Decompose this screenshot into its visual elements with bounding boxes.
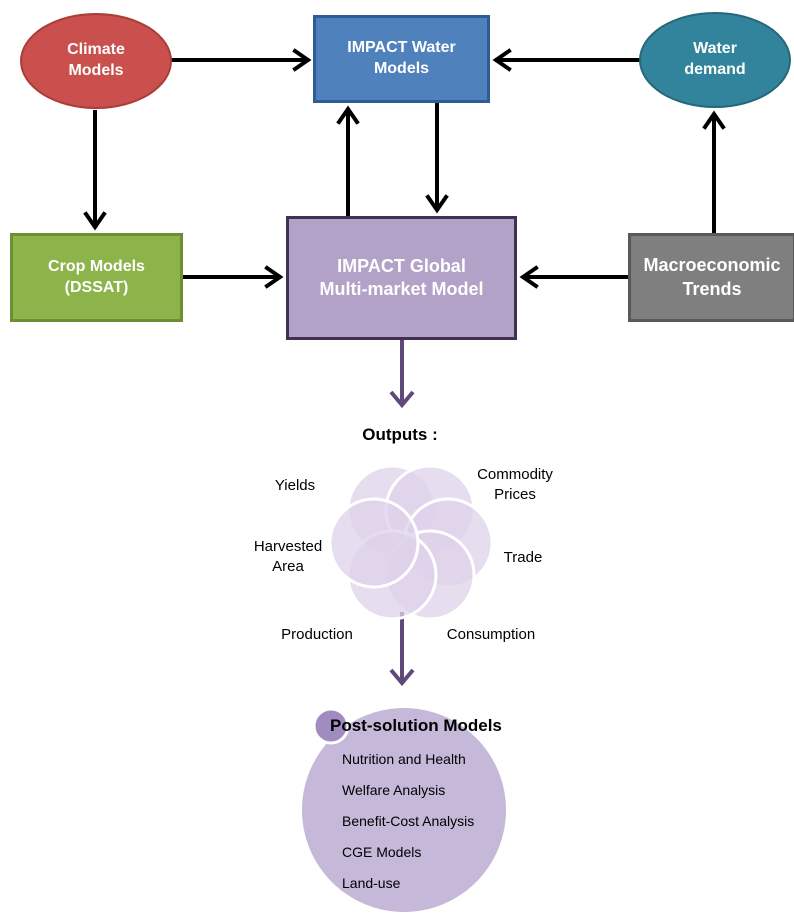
- arrow-global-to-outputs: [389, 340, 415, 409]
- macroeconomic-trends-node: Macroeconomic Trends: [628, 233, 794, 322]
- post-solution-title: Post-solution Models: [330, 716, 502, 735]
- post-solution-item: Nutrition and Health: [342, 751, 466, 767]
- post-solution-item: CGE Models: [342, 844, 422, 860]
- post-solution-item: Benefit-Cost Analysis: [342, 813, 475, 829]
- crop-models-label-line1: Crop Models: [48, 257, 145, 275]
- output-production-label: Production: [281, 626, 353, 643]
- global-model-label-line2: Multi-market Model: [319, 279, 484, 299]
- climate-models-label-line2: Models: [68, 62, 124, 79]
- commodity-prices-line2: Prices: [494, 485, 536, 503]
- water-models-label-line2: Models: [373, 60, 430, 77]
- water-demand-node: Water demand: [639, 12, 791, 108]
- arrow-climate-to-crop: [83, 110, 107, 231]
- output-harvested-area-label: Harvested Area: [238, 537, 338, 576]
- harvested-area-line1: Harvested: [253, 538, 323, 555]
- arrow-outputs-to-post-solution: [389, 612, 415, 687]
- post-solution-item: Land-use: [342, 875, 401, 891]
- macro-trends-label-line1: Macroeconomic: [643, 255, 781, 276]
- water-models-label-line1: IMPACT Water: [347, 39, 456, 57]
- arrow-crop-to-global: [181, 265, 284, 289]
- arrow-macro-to-water-demand: [702, 110, 726, 235]
- output-yields-label: Yields: [274, 477, 316, 494]
- output-commodity-prices-label: Commodity Prices: [455, 465, 575, 504]
- climate-models-node: Climate Models: [20, 13, 172, 109]
- crop-models-node: Crop Models (DSSAT): [10, 233, 183, 322]
- arrow-water-models-to-global: [425, 101, 449, 214]
- arrow-global-to-water-models: [336, 105, 360, 218]
- arrow-macro-to-global: [519, 265, 630, 289]
- harvested-area-line2: Area: [272, 557, 304, 575]
- output-consumption-label: Consumption: [446, 626, 536, 643]
- water-demand-label-line1: Water: [693, 40, 737, 58]
- flower-circle: [328, 497, 420, 589]
- water-demand-label-line2: demand: [684, 61, 746, 78]
- global-model-label-line1: IMPACT Global: [337, 255, 466, 276]
- post-solution-list: Nutrition and Health Welfare Analysis Be…: [342, 751, 474, 906]
- arrow-climate-to-water-models: [170, 48, 312, 72]
- impact-water-models-node: IMPACT Water Models: [313, 15, 490, 103]
- arrow-water-demand-to-water-models: [492, 48, 641, 72]
- macro-trends-label-line2: Trends: [682, 278, 742, 299]
- crop-models-label-line2: (DSSAT): [64, 278, 129, 296]
- commodity-prices-line1: Commodity: [477, 466, 553, 483]
- outputs-title: Outputs :: [362, 425, 438, 444]
- climate-models-label-line1: Climate: [67, 41, 125, 59]
- outputs-flower-graphic: [328, 464, 494, 621]
- post-solution-circle: [302, 708, 506, 912]
- output-trade-label: Trade: [503, 549, 543, 566]
- post-solution-small-circle: [312, 707, 350, 745]
- post-solution-item: Welfare Analysis: [342, 782, 446, 798]
- impact-global-model-node: IMPACT Global Multi-market Model: [286, 216, 517, 340]
